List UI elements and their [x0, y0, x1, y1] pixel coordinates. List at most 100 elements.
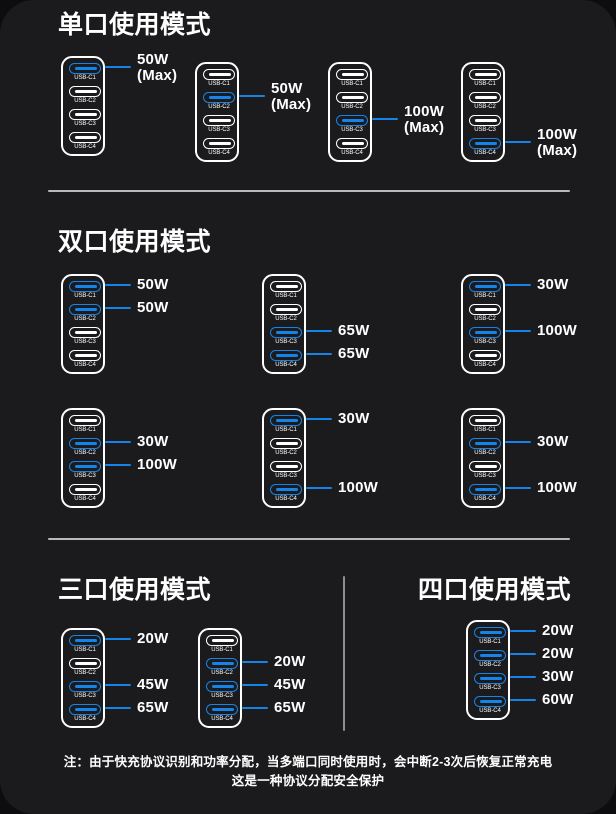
port-row: USB-C2 — [63, 86, 107, 111]
port-label: USB-C3 — [474, 339, 496, 345]
usb-c-port-icon — [469, 461, 501, 472]
port-row: USB-C3 — [264, 327, 308, 352]
port-row: USB-C3 — [63, 681, 107, 706]
usb-c-port-icon — [69, 681, 101, 692]
leader-line — [242, 660, 268, 663]
usb-c-port-icon — [203, 92, 235, 103]
leader-line — [505, 283, 531, 286]
footnote-line-2: 这是一种协议分配安全保护 — [231, 774, 385, 788]
leader-line — [306, 352, 332, 355]
port-row: USB-C1 — [197, 69, 241, 94]
port-label: USB-C2 — [208, 104, 230, 110]
wattage-label: 30W — [137, 432, 169, 450]
leader-line — [105, 637, 131, 640]
wattage-label: 30W — [542, 667, 574, 685]
port-label: USB-C2 — [74, 670, 96, 676]
leader-line — [505, 140, 531, 143]
footnote-line-1: 注：由于快充协议识别和功率分配，当多端口同时使用时，会中断2-3次后恢复正常充电 — [63, 755, 553, 769]
wattage-label: 100W — [137, 455, 177, 473]
port-row: USB-C3 — [463, 327, 507, 352]
leader-line — [242, 683, 268, 686]
port-label: USB-C4 — [474, 150, 496, 156]
wattage-label: 65W — [137, 698, 169, 716]
port-row: USB-C2 — [264, 438, 308, 463]
wattage-label: 20W — [137, 629, 169, 647]
usb-c-port-icon — [270, 281, 302, 292]
wattage-label: 50W (Max) — [271, 79, 312, 113]
wattage-label: 20W — [542, 621, 574, 639]
wattage-label: 50W — [137, 298, 169, 316]
port-row: USB-C4 — [63, 484, 107, 509]
wattage-label: 45W — [274, 675, 306, 693]
usb-c-port-icon — [203, 138, 235, 149]
usb-c-port-icon — [69, 327, 101, 338]
usb-c-port-icon — [203, 69, 235, 80]
wattage-label: 50W (Max) — [137, 50, 178, 84]
port-row: USB-C4 — [463, 484, 507, 509]
usb-c-port-icon — [206, 681, 238, 692]
port-label: USB-C4 — [341, 150, 363, 156]
usb-c-port-icon — [270, 327, 302, 338]
wattage-label: 30W — [338, 409, 370, 427]
port-row: USB-C1 — [463, 415, 507, 440]
port-label: USB-C1 — [474, 293, 496, 299]
usb-c-port-icon — [336, 69, 368, 80]
port-row: USB-C4 — [468, 696, 512, 721]
leader-line — [105, 463, 131, 466]
leader-line — [505, 440, 531, 443]
leader-line — [505, 329, 531, 332]
port-label: USB-C2 — [479, 662, 501, 668]
leader-line — [306, 486, 332, 489]
usb-c-port-icon — [69, 350, 101, 361]
usb-c-port-icon — [469, 484, 501, 495]
port-label: USB-C3 — [211, 693, 233, 699]
port-row: USB-C2 — [63, 658, 107, 683]
port-row: USB-C3 — [197, 115, 241, 140]
port-label: USB-C1 — [211, 647, 233, 653]
port-label: USB-C1 — [479, 639, 501, 645]
port-row: USB-C2 — [264, 304, 308, 329]
port-row: USB-C4 — [463, 350, 507, 375]
leader-line — [306, 329, 332, 332]
wattage-label: 100W — [537, 321, 577, 339]
port-row: USB-C4 — [264, 350, 308, 375]
wattage-label: 30W — [537, 275, 569, 293]
port-label: USB-C3 — [474, 473, 496, 479]
port-row: USB-C3 — [463, 115, 507, 140]
leader-line — [105, 306, 131, 309]
wattage-label: 100W — [338, 478, 378, 496]
usb-c-port-icon — [69, 63, 101, 74]
usb-c-port-icon — [469, 115, 501, 126]
port-label: USB-C4 — [275, 496, 297, 502]
wattage-label: 20W — [274, 652, 306, 670]
port-row: USB-C3 — [63, 109, 107, 134]
usb-c-port-icon — [474, 650, 506, 661]
usb-c-port-icon — [69, 304, 101, 315]
port-row: USB-C2 — [200, 658, 244, 683]
wattage-label: 45W — [137, 675, 169, 693]
usb-c-port-icon — [469, 92, 501, 103]
port-label: USB-C2 — [341, 104, 363, 110]
usb-c-port-icon — [469, 415, 501, 426]
port-label: USB-C1 — [474, 81, 496, 87]
section-title-dual-port: 双口使用模式 — [58, 228, 212, 256]
port-row: USB-C2 — [330, 92, 374, 117]
port-row: USB-C3 — [63, 327, 107, 352]
wattage-label: 65W — [338, 344, 370, 362]
usb-c-port-icon — [336, 92, 368, 103]
leader-line — [239, 94, 265, 97]
usb-c-port-icon — [69, 461, 101, 472]
port-label: USB-C2 — [211, 670, 233, 676]
port-label: USB-C2 — [74, 98, 96, 104]
port-row: USB-C4 — [63, 350, 107, 375]
usb-c-port-icon — [469, 350, 501, 361]
divider-vertical — [343, 576, 345, 731]
port-row: USB-C2 — [63, 438, 107, 463]
